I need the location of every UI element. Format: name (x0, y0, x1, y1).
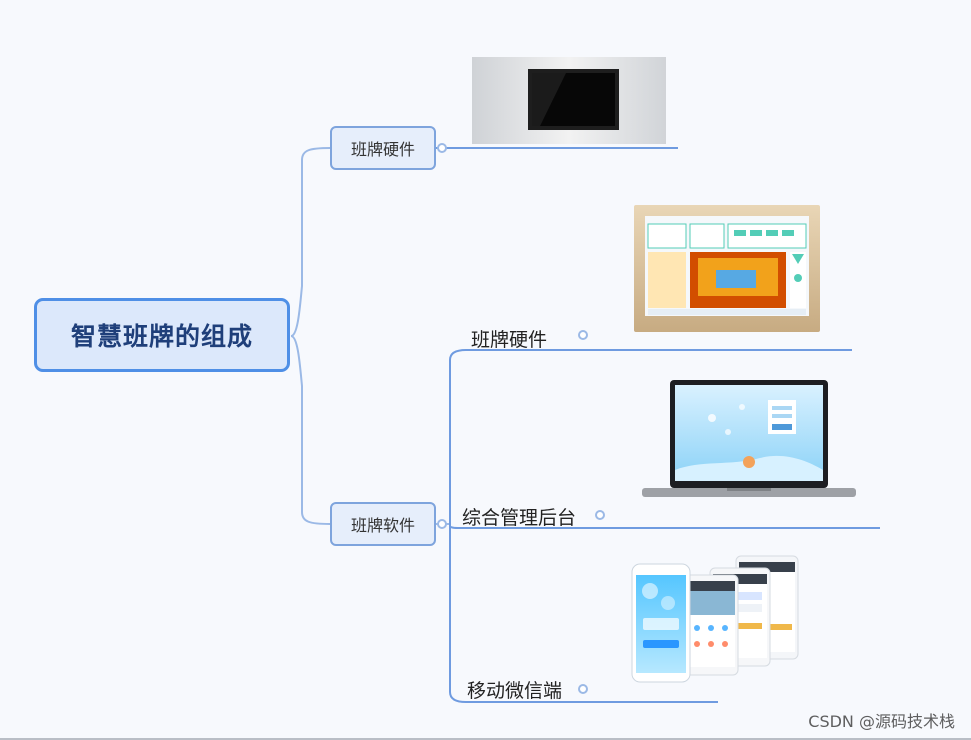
software-child-dot (595, 510, 605, 520)
watermark-text: CSDN @源码技术栈 (808, 712, 955, 731)
software-child-backend-label[interactable]: 综合管理后台 (462, 507, 577, 529)
hardware-branch-node[interactable]: 班牌硬件 (330, 126, 436, 170)
class-board-hardware-image (472, 57, 666, 144)
software-child-connector (449, 349, 852, 524)
software-child-hardware-label[interactable]: 班牌硬件 (471, 329, 548, 351)
bottom-border (0, 738, 971, 740)
root-to-branch-connector (290, 147, 331, 337)
hardware-node-dot (437, 143, 447, 153)
software-child-dot (578, 330, 588, 340)
management-backend-laptop-image (642, 380, 856, 497)
software-node-dot (437, 519, 447, 529)
software-child-connector (449, 524, 718, 703)
class-board-device-image (634, 205, 820, 332)
root-node[interactable]: 智慧班牌的组成 (34, 298, 290, 372)
software-child-mobile-label[interactable]: 移动微信端 (467, 680, 563, 702)
software-child-dot (578, 684, 588, 694)
mobile-wechat-phones-image (631, 555, 799, 683)
root-to-branch-connector (290, 335, 331, 525)
software-branch-node[interactable]: 班牌软件 (330, 502, 436, 546)
